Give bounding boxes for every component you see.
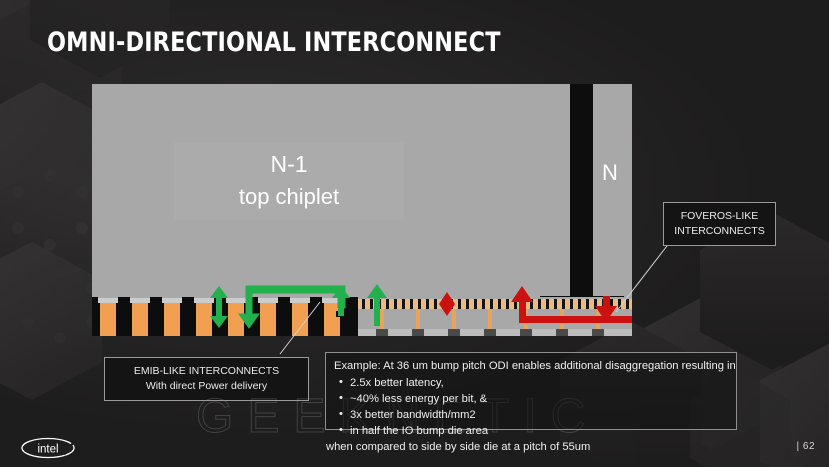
copper-pillar [98,294,118,336]
infobox-heading: Example: At 36 um bump pitch ODI enables… [334,360,736,372]
copper-pillar [290,294,310,336]
n-die-pillar [570,84,593,299]
top-chiplet-die [92,84,632,302]
tsv [452,309,456,329]
tsv [380,309,384,329]
microbump-row [358,299,632,309]
page-number: | 62 [796,441,815,452]
top-chiplet-label-line1: N-1 [270,151,308,177]
green-up-arrow [332,286,350,316]
tsv [416,309,420,329]
infobox-bullet-list: 2.5x better latency, ~40% less energy pe… [334,375,736,440]
die-notch [336,311,358,317]
tsv [488,309,492,329]
green-up-arrow [367,284,387,326]
copper-pillar [226,294,246,336]
foveros-leader-line [612,240,682,318]
page-title: OMNI-DIRECTIONAL INTERCONNECT [47,27,501,58]
red-bracket-arrow [511,286,632,323]
copper-pillar [162,294,182,336]
copper-pillar [130,294,150,336]
red-double-arrow [439,292,455,316]
emib-callout-line2: With direct Power delivery [145,380,268,392]
signal-arrows-overlay [92,280,632,336]
odi-cross-section-diagram: N-1 top chiplet N [92,84,632,336]
emib-callout-line1: EMIB-LIKE INTERCONNECTS [133,364,280,377]
infobox-footer: when compared to side by side die at a p… [326,440,591,453]
foveros-callout[interactable]: FOVEROS-LIKE INTERCONNECTS [663,202,776,246]
substrate [358,329,632,336]
foveros-callout-line1: FOVEROS-LIKE [680,209,759,222]
copper-pillar [194,294,214,336]
infobox-bullet: 2.5x better latency, [339,375,736,392]
top-chiplet-label-line2: top chiplet [238,183,340,209]
infobox-bullet: 3x better bandwidth/mm2 [339,407,736,424]
infobox-bullet: in half the IO bump die area [339,423,736,440]
emib-callout[interactable]: EMIB-LIKE INTERCONNECTS With direct Powe… [104,357,309,401]
green-double-arrow [210,286,228,328]
odi-benefits-infobox: Example: At 36 um bump pitch ODI enables… [325,352,737,453]
copper-pillar [258,294,278,336]
top-chiplet-label: N-1 top chiplet [174,142,404,220]
emib-leader-line [220,300,330,358]
n-die-label: N [602,160,618,185]
infobox-bullet: ~40% less energy per bit, & [339,391,736,408]
svg-text:intel: intel [37,444,58,456]
foveros-callout-line2: INTERCONNECTS [674,225,765,237]
intel-logo: intel [20,437,76,459]
